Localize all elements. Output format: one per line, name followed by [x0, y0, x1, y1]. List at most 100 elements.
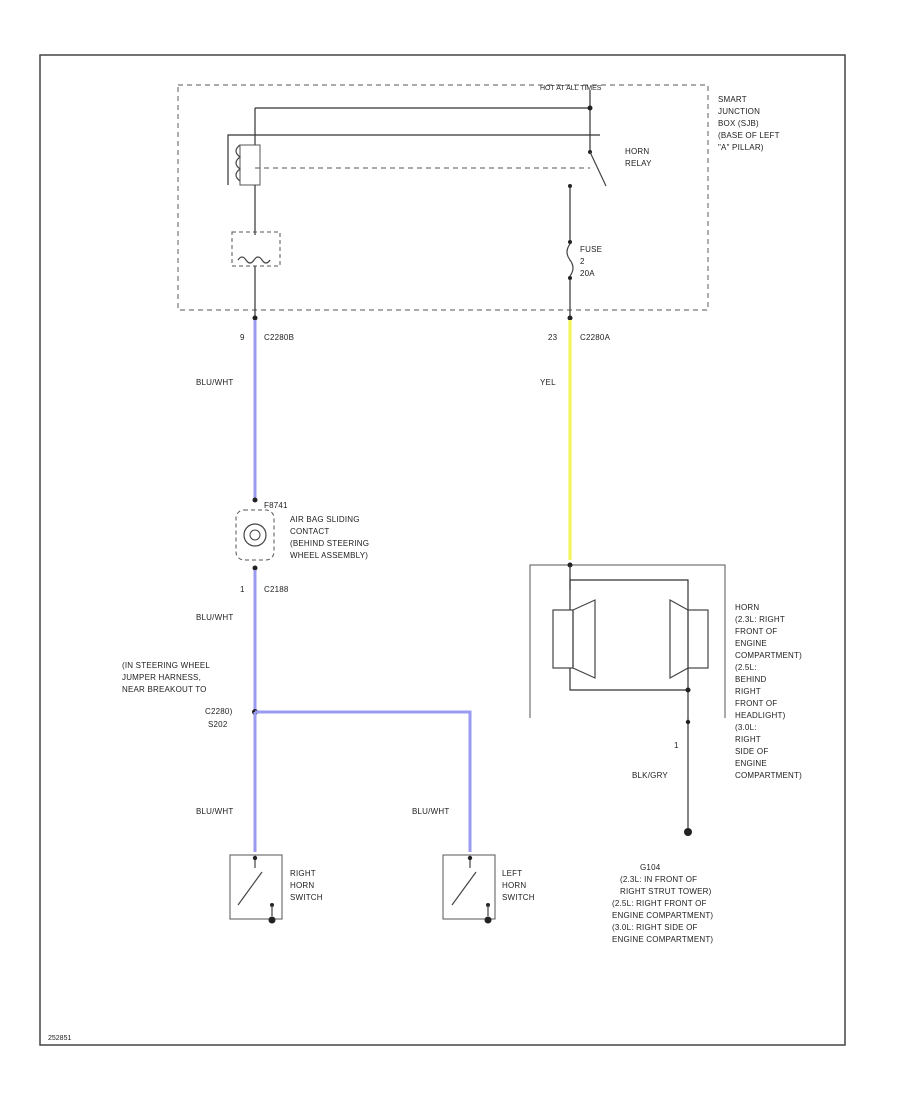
- clockspring-bottom-terminal: [252, 565, 258, 571]
- right-horn-switch-box: [229, 854, 283, 920]
- wire-yel-label: YEL: [540, 378, 556, 387]
- horn-output-junction: [685, 687, 691, 693]
- horn-label-8: RIGHT: [735, 687, 761, 696]
- clockspring-label-1: AIR BAG SLIDING: [290, 515, 360, 524]
- clockspring-outline: [235, 509, 275, 561]
- horn-2-body: [687, 609, 709, 669]
- fuse-label-2: 2: [580, 257, 585, 266]
- horn-1-body: [552, 609, 574, 669]
- module-resistor-icon: [237, 256, 271, 264]
- relay-switch-icon: [589, 151, 607, 187]
- clockspring-icon: [243, 523, 267, 547]
- ground-desc-7: ENGINE COMPARTMENT): [612, 935, 713, 944]
- horn-1-icon: [572, 599, 596, 679]
- relay-coil-icon: [235, 144, 241, 182]
- horn-relay-label-1: HORN: [625, 147, 649, 156]
- horn-label-3: FRONT OF: [735, 627, 777, 636]
- hot-bus-junction: [587, 105, 593, 111]
- ground-desc-5: ENGINE COMPARTMENT): [612, 911, 713, 920]
- horn-outline: [529, 564, 726, 718]
- clockspring-label-4: WHEEL ASSEMBLY): [290, 551, 368, 560]
- left-horn-switch-label-1: LEFT: [502, 869, 522, 878]
- sjb-label-5: "A" PILLAR): [718, 143, 764, 152]
- left-switch-ground-icon: [484, 916, 492, 924]
- horn-parallel-bottom: [569, 668, 689, 691]
- left-horn-switch-label-2: HORN: [502, 881, 526, 890]
- right-horn-switch-label-2: HORN: [290, 881, 314, 890]
- ground-desc-1: G104: [640, 863, 661, 872]
- horn-label-1: HORN: [735, 603, 759, 612]
- splice-desc-2: JUMPER HARNESS,: [122, 673, 201, 682]
- blu-wht-wire-4: [255, 710, 472, 852]
- horn-label-9: FRONT OF: [735, 699, 777, 708]
- wire-blu-wht-label-2: BLU/WHT: [196, 613, 233, 622]
- clockspring-label-2: CONTACT: [290, 527, 329, 536]
- splice-id-label: S202: [208, 720, 228, 729]
- diagram-frame: [39, 54, 846, 1046]
- clockspring-ref-label: F8741: [264, 501, 288, 510]
- hot-at-all-times-label: HOT AT ALL TIMES: [540, 85, 602, 92]
- sjb-outline: [177, 84, 709, 311]
- wire-blk-gry-label: BLK/GRY: [632, 771, 668, 780]
- fuse-label-1: FUSE: [580, 245, 602, 254]
- right-horn-switch-icon: [237, 871, 263, 906]
- pin-horn-label: 1: [674, 741, 679, 750]
- horn-label-2: (2.3L: RIGHT: [735, 615, 785, 624]
- wire-blu-wht-label-1: BLU/WHT: [196, 378, 233, 387]
- horn-label-14: ENGINE: [735, 759, 767, 768]
- left-horn-switch-box: [442, 854, 496, 920]
- right-horn-switch-label-1: RIGHT: [290, 869, 316, 878]
- sjb-label-3: BOX (SJB): [718, 119, 759, 128]
- horn-label-5: COMPARTMENT): [735, 651, 802, 660]
- ground-desc-2: (2.3L: IN FRONT OF: [620, 875, 697, 884]
- splice-desc-4: C2280): [205, 707, 233, 716]
- connector-c2280b-pin: [252, 315, 258, 321]
- connector-c2280a-pin: [567, 315, 573, 321]
- ground-desc-4: (2.5L: RIGHT FRONT OF: [612, 899, 707, 908]
- splice-desc-3: NEAR BREAKOUT TO: [122, 685, 207, 694]
- connector-c2280a-label: C2280A: [580, 333, 611, 342]
- horn-label-13: SIDE OF: [735, 747, 768, 756]
- horn-label-6: (2.5L:: [735, 663, 757, 672]
- horn-2-icon: [669, 598, 689, 680]
- horn-label-15: COMPARTMENT): [735, 771, 802, 780]
- ground-g104-icon: [684, 828, 692, 836]
- horn-label-12: RIGHT: [735, 735, 761, 744]
- clockspring-label-3: (BEHIND STEERING: [290, 539, 369, 548]
- horn-label-4: ENGINE: [735, 639, 767, 648]
- left-horn-switch-label-3: SWITCH: [502, 893, 535, 902]
- pin-23-label: 23: [548, 333, 558, 342]
- fuse-label-3: 20A: [580, 269, 595, 278]
- sjb-label-1: SMART: [718, 95, 747, 104]
- fuse-icon: [566, 243, 574, 277]
- wire-blu-wht-label-4: BLU/WHT: [412, 807, 449, 816]
- corner-code-label: 252851: [48, 1035, 71, 1042]
- left-horn-switch-icon: [451, 871, 477, 906]
- sjb-internal-module: [231, 231, 281, 267]
- clockspring-top-terminal: [252, 497, 258, 503]
- wire-blu-wht-label-3: BLU/WHT: [196, 807, 233, 816]
- ground-desc-3: RIGHT STRUT TOWER): [620, 887, 712, 896]
- connector-c2280b-label: C2280B: [264, 333, 294, 342]
- relay-bracket-top: [227, 134, 600, 185]
- horn-relay-label-2: RELAY: [625, 159, 652, 168]
- connector-c2188-label: C2188: [264, 585, 289, 594]
- horn-connector-pin: [685, 719, 691, 725]
- pin-9-label: 9: [240, 333, 245, 342]
- horn-parallel-top: [569, 579, 689, 610]
- splice-desc-1: (IN STEERING WHEEL: [122, 661, 210, 670]
- relay-coil-box: [239, 144, 261, 186]
- fuse-top-terminal: [568, 240, 572, 244]
- sjb-label-4: (BASE OF LEFT: [718, 131, 780, 140]
- right-switch-top-terminal: [252, 855, 258, 861]
- right-horn-switch-label-3: SWITCH: [290, 893, 323, 902]
- left-switch-top-terminal: [467, 855, 473, 861]
- right-switch-ground-icon: [268, 916, 276, 924]
- pin-1-label: 1: [240, 585, 245, 594]
- horn-label-10: HEADLIGHT): [735, 711, 786, 720]
- horn-label-7: BEHIND: [735, 675, 766, 684]
- sjb-label-2: JUNCTION: [718, 107, 760, 116]
- clockspring-inner-icon: [249, 529, 261, 541]
- ground-desc-6: (3.0L: RIGHT SIDE OF: [612, 923, 698, 932]
